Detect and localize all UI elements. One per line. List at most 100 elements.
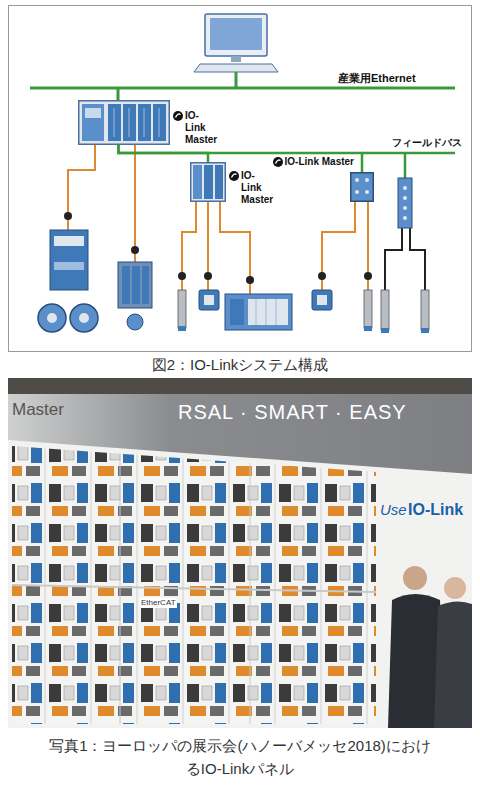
circle bbox=[131, 246, 139, 254]
logo-text: IO-Link bbox=[408, 500, 463, 519]
line bbox=[144, 108, 145, 137]
polygon bbox=[194, 64, 278, 72]
line bbox=[159, 108, 160, 137]
rect bbox=[204, 295, 214, 305]
polyline bbox=[410, 228, 425, 290]
node-label: IO-Link Master bbox=[229, 170, 273, 206]
io-link-logo bbox=[229, 171, 239, 181]
rect bbox=[178, 290, 186, 328]
rect bbox=[132, 266, 140, 304]
circle bbox=[355, 178, 359, 182]
circle bbox=[365, 178, 369, 182]
rect bbox=[122, 266, 130, 304]
io-link-logo bbox=[173, 111, 183, 121]
rect bbox=[381, 290, 389, 330]
photo-caption: 写真1：ヨーロッパの展示会(ハノーバメッセ2018)におけるIO-Linkパネル bbox=[44, 734, 436, 780]
circle bbox=[246, 276, 254, 284]
logo-text: Use bbox=[380, 501, 407, 519]
rect bbox=[82, 104, 104, 141]
rect bbox=[205, 14, 267, 56]
line bbox=[30, 87, 455, 90]
panel-text: Master bbox=[12, 400, 64, 420]
circle bbox=[403, 196, 407, 200]
line bbox=[120, 454, 121, 724]
circle bbox=[403, 186, 407, 190]
circle bbox=[444, 577, 466, 599]
rect bbox=[317, 295, 327, 305]
circle bbox=[127, 314, 143, 330]
rect bbox=[193, 165, 202, 199]
io-link-master: IO-Link Master bbox=[350, 172, 374, 202]
circle bbox=[178, 272, 186, 280]
panel-tag: EtherCAT bbox=[140, 598, 177, 608]
circle bbox=[79, 313, 89, 323]
circle bbox=[64, 212, 72, 220]
rect bbox=[8, 378, 472, 394]
line bbox=[250, 463, 251, 724]
rect bbox=[204, 165, 213, 199]
polyline bbox=[322, 202, 355, 290]
bus-label: フィールドバス bbox=[392, 137, 462, 149]
rect bbox=[210, 18, 262, 50]
path bbox=[275, 160, 280, 164]
rect bbox=[191, 163, 226, 202]
circle bbox=[70, 304, 98, 332]
rect bbox=[421, 328, 429, 333]
rect bbox=[79, 101, 170, 145]
rect bbox=[50, 230, 88, 290]
master-label: IO-Link Master bbox=[185, 110, 217, 146]
path bbox=[232, 174, 237, 178]
motor-starter bbox=[38, 230, 98, 332]
line bbox=[276, 299, 277, 325]
rect bbox=[248, 299, 288, 325]
rect bbox=[215, 165, 223, 199]
bus-label: 産業用Ethernet bbox=[338, 72, 416, 85]
polyline bbox=[220, 202, 250, 294]
rect bbox=[230, 299, 244, 325]
rect bbox=[364, 326, 372, 331]
io-link-logo bbox=[273, 157, 283, 167]
polyline bbox=[68, 145, 95, 230]
io-link-master: IO-Link Master bbox=[78, 100, 170, 145]
master-device bbox=[190, 162, 226, 202]
rect bbox=[138, 104, 151, 141]
rect bbox=[225, 294, 292, 330]
rect bbox=[108, 104, 121, 141]
panel-slogan: RSAL · SMART · EASY bbox=[178, 400, 407, 424]
master-device bbox=[350, 172, 374, 202]
rect bbox=[199, 290, 219, 310]
circle bbox=[355, 190, 359, 194]
rect bbox=[142, 266, 149, 304]
rect bbox=[118, 262, 152, 308]
node-label: IO-Link Master bbox=[273, 156, 354, 168]
rect bbox=[123, 104, 136, 141]
master-label: IO-Link Master bbox=[285, 156, 354, 168]
ethernet-bus bbox=[30, 72, 455, 100]
circle bbox=[173, 111, 183, 121]
io-link-cables bbox=[68, 145, 368, 294]
fieldbus-connector bbox=[118, 145, 362, 172]
rect bbox=[178, 326, 186, 331]
master-label: IO-Link Master bbox=[241, 170, 273, 206]
line bbox=[117, 88, 120, 100]
rect bbox=[153, 104, 166, 141]
rect bbox=[54, 236, 84, 246]
circle bbox=[229, 171, 239, 181]
line bbox=[12, 585, 376, 592]
rect bbox=[381, 328, 389, 333]
line bbox=[362, 152, 455, 155]
circle bbox=[47, 313, 57, 323]
node-label: IO-Link Master bbox=[173, 110, 217, 146]
circle bbox=[403, 566, 427, 590]
line bbox=[256, 299, 257, 325]
io-link-badge bbox=[64, 212, 372, 284]
circle bbox=[365, 190, 369, 194]
circle bbox=[318, 272, 326, 280]
line bbox=[114, 108, 115, 137]
line bbox=[266, 299, 267, 325]
rect bbox=[364, 290, 372, 328]
sensor-cables bbox=[385, 228, 425, 290]
rect bbox=[421, 290, 429, 330]
